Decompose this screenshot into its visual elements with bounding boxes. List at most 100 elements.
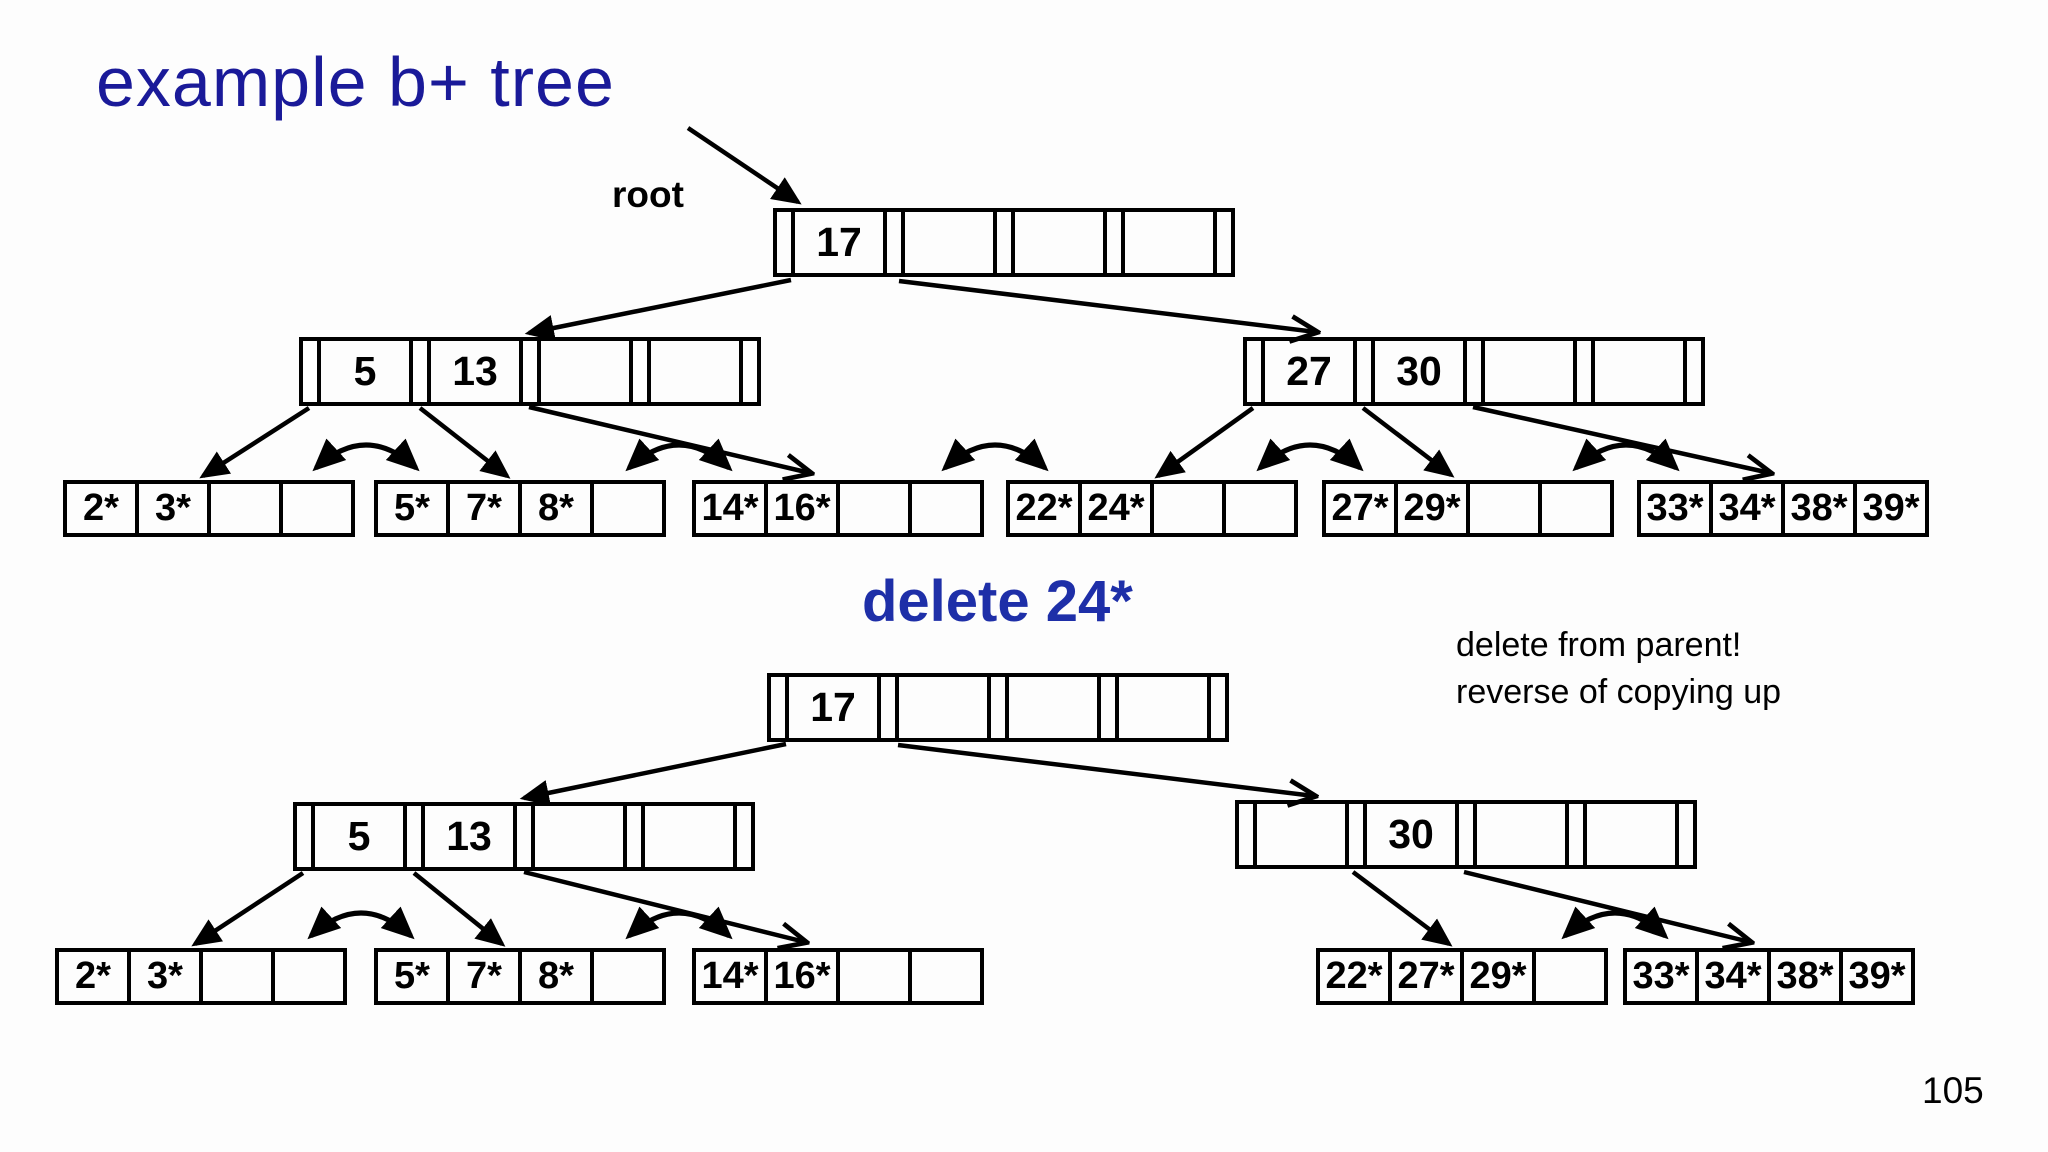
key-cell — [1119, 677, 1211, 738]
leaf-value-cell — [594, 484, 662, 533]
key-cell — [1595, 341, 1687, 402]
leaf-value-cell: 33* — [1641, 484, 1713, 533]
pointer-cell — [1467, 341, 1485, 402]
pointer-cell — [743, 341, 757, 402]
key-cell — [1587, 804, 1679, 865]
pointer-cell — [627, 806, 645, 867]
pointer-arrow — [528, 404, 810, 473]
key-cell — [651, 341, 743, 402]
leaf-value-cell: 14* — [696, 484, 768, 533]
key-cell: 5 — [315, 806, 407, 867]
bottom-internal-right: 30 — [1235, 800, 1697, 869]
key-cell — [645, 806, 737, 867]
pointer-cell — [1239, 804, 1257, 865]
leaf-value-cell: 29* — [1464, 952, 1536, 1001]
leaf-value-cell: 8* — [522, 484, 594, 533]
leaf-value-cell: 3* — [139, 484, 211, 533]
pointer-cell — [777, 212, 795, 273]
leaf-value-cell: 7* — [450, 952, 522, 1001]
pointer-cell — [297, 806, 315, 867]
sibling-link-arrow — [941, 438, 1049, 472]
pointer-arrow — [686, 126, 802, 205]
top-leaf-4: 22*24* — [1006, 480, 1298, 537]
sibling-link-arrow — [307, 906, 415, 940]
top-root-node: 17 — [773, 208, 1235, 277]
key-cell: 27 — [1265, 341, 1357, 402]
leaf-value-cell: 16* — [768, 484, 840, 533]
pointer-cell — [1211, 677, 1225, 738]
pointer-arrow — [191, 871, 305, 947]
leaf-value-cell: 22* — [1010, 484, 1082, 533]
note-line-2: reverse of copying up — [1456, 673, 1782, 711]
key-cell — [899, 677, 991, 738]
sibling-link-arrow — [625, 906, 733, 940]
key-cell — [1485, 341, 1577, 402]
leaf-value-cell — [1470, 484, 1542, 533]
leaf-value-cell — [594, 952, 662, 1001]
leaf-value-cell: 2* — [67, 484, 139, 533]
leaf-value-cell: 38* — [1785, 484, 1857, 533]
leaf-value-cell — [1536, 952, 1604, 1001]
key-cell — [1015, 212, 1107, 273]
pointer-arrow — [1463, 869, 1750, 942]
root-label: root — [612, 174, 684, 215]
key-cell — [1257, 804, 1349, 865]
leaf-value-cell — [840, 484, 912, 533]
bottom-leaf-2: 5*7*8* — [374, 948, 666, 1005]
pointer-cell — [1577, 341, 1595, 402]
subtitle-delete: delete 24* — [862, 569, 1133, 634]
leaf-value-cell: 29* — [1398, 484, 1470, 533]
leaf-value-cell: 5* — [378, 484, 450, 533]
pointer-cell — [1679, 804, 1693, 865]
pointer-cell — [881, 677, 899, 738]
key-cell — [541, 341, 633, 402]
leaf-value-cell: 8* — [522, 952, 594, 1001]
pointer-arrow — [524, 277, 792, 341]
leaf-value-cell: 39* — [1848, 955, 1906, 997]
leaf-value-cell: 16* — [768, 952, 840, 1001]
leaf-value-cell: 34* — [1699, 952, 1771, 1001]
top-leaf-3: 14*16* — [692, 480, 984, 537]
pointer-cell — [633, 341, 651, 402]
leaf-value-cell — [912, 484, 980, 533]
top-leaf-2: 5*7*8* — [374, 480, 666, 537]
pointer-cell — [517, 806, 535, 867]
pointer-arrow — [519, 741, 787, 806]
leaf-value-cell: 14* — [696, 952, 768, 1001]
pointer-cell — [1459, 804, 1477, 865]
bottom-leaf-3: 14*16* — [692, 948, 984, 1005]
key-cell: 30 — [1367, 804, 1459, 865]
leaf-value-cell: 38* — [1771, 952, 1843, 1001]
leaf-value-cell: 33* — [1627, 952, 1699, 1001]
leaf-value-cell: 5* — [378, 952, 450, 1001]
leaf-value-cell: 3* — [131, 952, 203, 1001]
pointer-cell — [1107, 212, 1125, 273]
top-leaf-5: 27*29* — [1322, 480, 1614, 537]
pointer-cell — [771, 677, 789, 738]
pointer-cell — [1357, 341, 1375, 402]
leaf-value-cell — [275, 952, 343, 1001]
key-cell — [1009, 677, 1101, 738]
pointer-cell — [1687, 341, 1701, 402]
leaf-value-cell — [1226, 484, 1294, 533]
pointer-arrow — [418, 406, 511, 479]
pointer-cell — [1569, 804, 1587, 865]
leaf-value-cell — [211, 484, 283, 533]
sibling-link-arrow — [625, 438, 733, 472]
pointer-cell — [887, 212, 905, 273]
page-number: 105 — [1922, 1070, 1984, 1111]
leaf-value-cell — [840, 952, 912, 1001]
key-cell — [905, 212, 997, 273]
sibling-link-arrow — [1561, 906, 1669, 940]
key-cell: 17 — [789, 677, 881, 738]
pointer-cell — [523, 341, 541, 402]
key-cell — [1477, 804, 1569, 865]
pointer-cell — [303, 341, 321, 402]
bottom-leaf-5: 33*34*38*39* — [1623, 948, 1915, 1005]
leaf-value-cell: 7* — [450, 484, 522, 533]
pointer-arrow — [1154, 406, 1255, 479]
